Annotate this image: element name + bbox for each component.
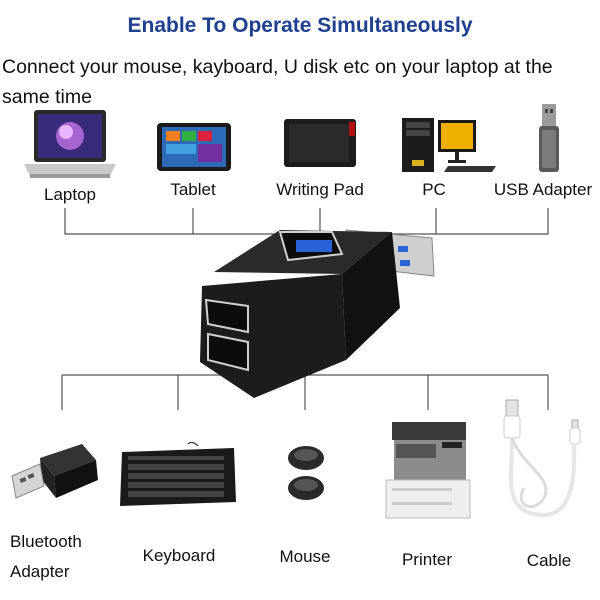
top-device-label-usb-adapter: USB Adapter bbox=[493, 180, 593, 199]
writing-pad-icon bbox=[284, 119, 356, 167]
laptop-icon bbox=[24, 110, 116, 178]
bottom-device-label-printer: Printer bbox=[401, 550, 453, 569]
bottom-device-label-cable: Cable bbox=[526, 551, 572, 570]
bluetooth-label-line2: Adapter bbox=[10, 562, 70, 581]
printer-icon bbox=[385, 422, 471, 519]
usb-hub-icon bbox=[200, 229, 435, 398]
page-subtitle: Connect your mouse, kayboard, U disk etc… bbox=[2, 56, 553, 108]
bottom-device-label-mouse: Mouse bbox=[279, 547, 331, 566]
usb-cable-icon bbox=[503, 399, 581, 517]
mouse-icon bbox=[288, 446, 324, 500]
desktop-pc-icon bbox=[402, 118, 496, 172]
top-device-label-writing-pad: Writing Pad bbox=[276, 180, 364, 199]
bluetooth-adapter-icon bbox=[11, 444, 98, 499]
keyboard-icon bbox=[120, 442, 236, 506]
bottom-device-label-keyboard: Keyboard bbox=[142, 546, 216, 565]
bottom-device-label-bluetooth-adapter: Bluetooth Adapter bbox=[10, 527, 82, 587]
bluetooth-label-line1: Bluetooth bbox=[10, 532, 82, 551]
page-title: Enable To Operate Simultaneously bbox=[127, 14, 473, 37]
top-device-label-tablet: Tablet bbox=[170, 180, 216, 199]
usb-adapter-icon bbox=[539, 104, 559, 172]
top-device-label-laptop: Laptop bbox=[44, 185, 96, 204]
tablet-icon bbox=[157, 123, 231, 171]
top-device-label-pc: PC bbox=[422, 180, 446, 199]
